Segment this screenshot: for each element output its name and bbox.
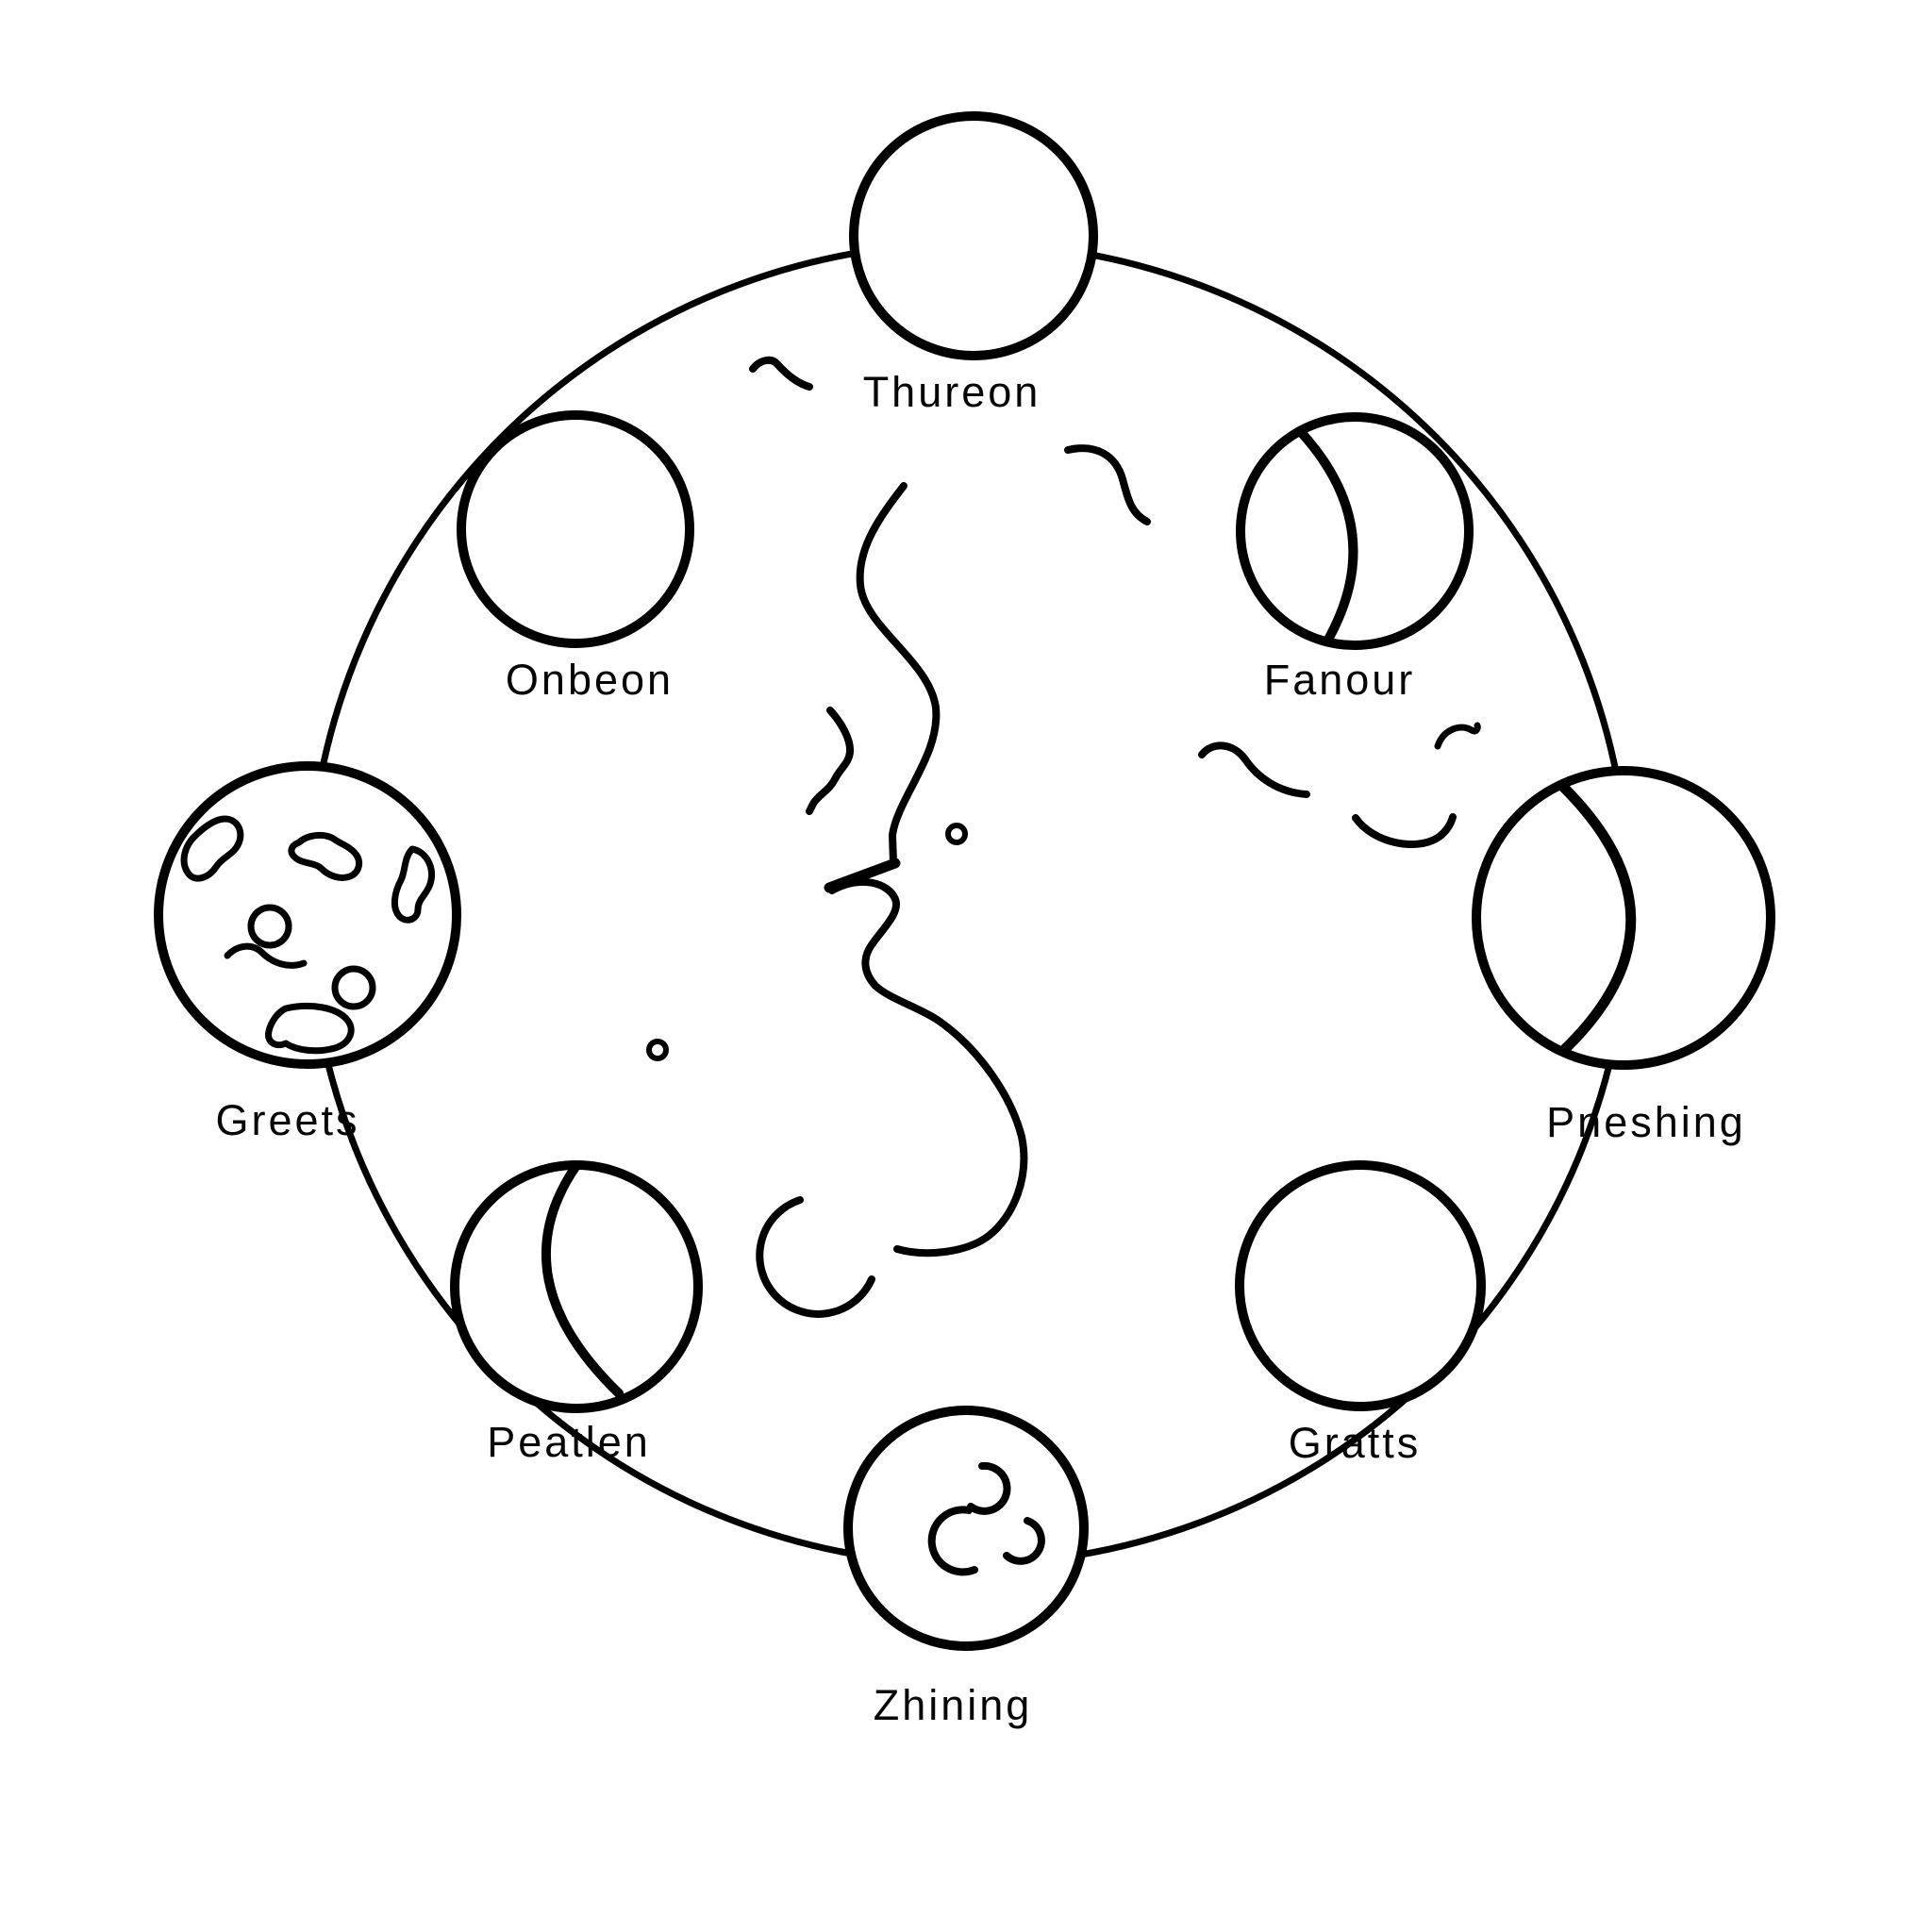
phase-label-onbeon: Onbeon — [505, 656, 675, 704]
phase-circle-pneshing — [1472, 766, 1775, 1070]
peatlen-terminator-arc — [541, 1162, 624, 1398]
small-dot — [646, 1039, 669, 1061]
wave-squiggle-left — [806, 707, 855, 815]
hook-squiggle-right — [1434, 722, 1481, 750]
wave-squiggle-right — [1198, 741, 1310, 798]
zhining-squiggles-group — [927, 1461, 1045, 1576]
crater-squiggle — [224, 942, 308, 969]
moon-face-doodle-group — [646, 356, 1481, 1318]
phase-circle-peatlen — [450, 1160, 703, 1413]
smile-arc-right — [1352, 813, 1457, 848]
zhining-arc-top — [967, 1461, 1011, 1515]
s-squiggle-top-right — [1064, 444, 1151, 525]
phase-label-fanour: Fanour — [1263, 656, 1416, 704]
bird-squiggle-top-left — [749, 356, 813, 391]
greets-craters-group — [180, 815, 435, 1055]
phase-label-gratts: Gratts — [1288, 1419, 1422, 1467]
crater-blob-bottom — [264, 1003, 355, 1055]
eye-dot — [945, 823, 968, 845]
crater-blob-right — [391, 845, 435, 924]
phase-label-peatlen: Peatlen — [487, 1418, 651, 1466]
ear-arc — [756, 1196, 875, 1318]
crater-blob-top-center — [288, 832, 363, 881]
phase-label-greets: Greets — [215, 1096, 360, 1144]
phase-label-zhining: Zhining — [873, 1681, 1033, 1729]
zhining-arc-left — [927, 1506, 978, 1576]
moon-face-chin-neck-curve — [828, 877, 1028, 1257]
phase-details-group — [180, 427, 1637, 1576]
phase-label-thureon: Thureon — [862, 368, 1041, 416]
phase-label-pneshing: Pneshing — [1546, 1098, 1746, 1146]
fanour-terminator-arc — [1296, 427, 1358, 642]
phase-circle-greets — [154, 761, 461, 1069]
crater-circle-center — [247, 904, 292, 949]
phase-circle-thureon — [849, 111, 1098, 360]
phase-circle-zhining — [843, 1406, 1089, 1651]
phase-circles-group — [154, 111, 1775, 1651]
moon-face-forehead-curve — [856, 482, 941, 867]
zhining-arc-right — [1003, 1517, 1045, 1565]
phase-circle-onbeon — [457, 410, 694, 648]
crater-blob-top-left — [180, 815, 244, 882]
phase-circle-gratts — [1235, 1160, 1486, 1411]
crater-circle-lower-right — [331, 965, 376, 1010]
pneshing-terminator-arc — [1557, 780, 1637, 1055]
